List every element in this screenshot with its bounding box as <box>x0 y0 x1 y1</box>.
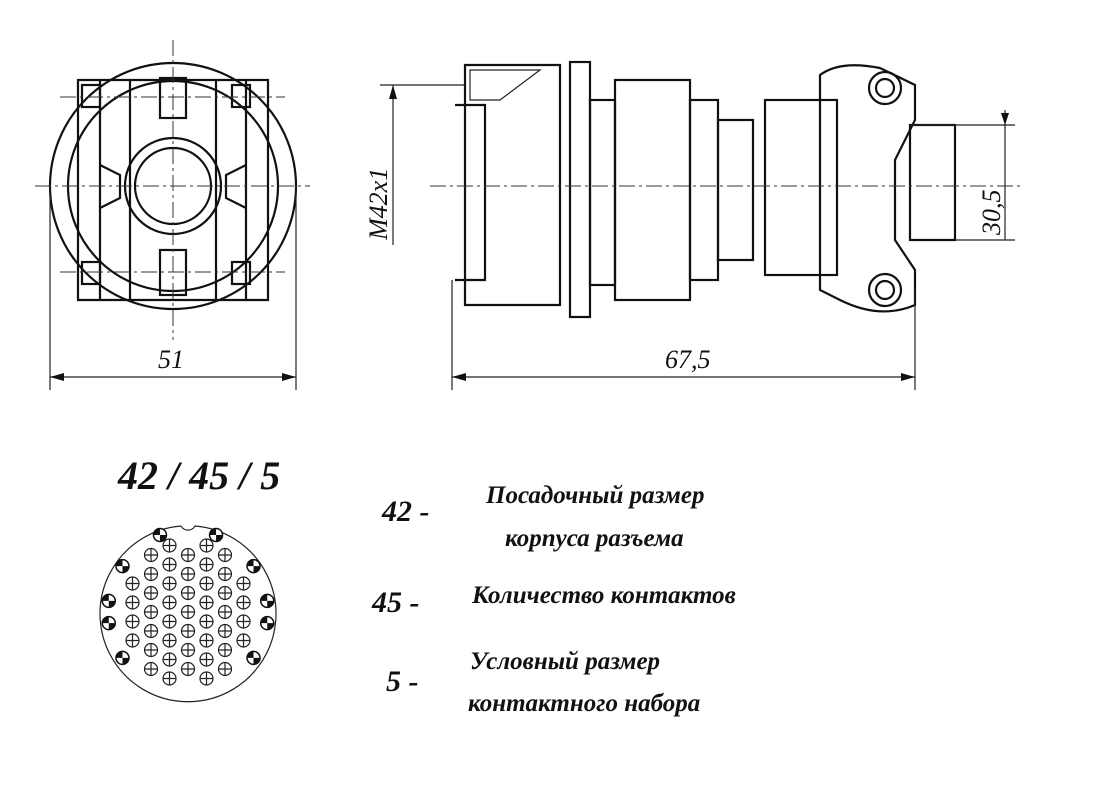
contact-crosshair <box>237 577 250 590</box>
key-marker-fill <box>209 528 223 542</box>
contact-crosshair <box>144 586 158 600</box>
contact-crosshair <box>126 577 139 590</box>
contact-crosshair <box>181 662 195 676</box>
contact-crosshair <box>126 634 139 647</box>
dimension-width: 51 <box>158 345 184 374</box>
contact-crosshair <box>163 634 176 647</box>
legend-num: 42 - <box>382 495 430 528</box>
key-marker-fill <box>247 559 261 573</box>
contact-crosshair <box>163 596 176 609</box>
key-marker-fill <box>260 616 274 630</box>
key-marker-fill <box>247 651 261 665</box>
contact-crosshair <box>200 558 213 571</box>
contact-crosshair <box>200 596 213 609</box>
key-marker-fill <box>153 528 167 542</box>
legend-num: 45 - <box>372 586 420 619</box>
designation-code: 42 / 45 / 5 <box>118 453 281 498</box>
contact-crosshair <box>126 615 139 628</box>
key-marker-fill <box>115 559 129 573</box>
contact-crosshair <box>181 643 195 657</box>
key-marker-fill <box>102 616 116 630</box>
contact-crosshair <box>200 672 213 685</box>
contact-crosshair <box>144 662 158 676</box>
contact-crosshair <box>200 539 213 552</box>
contact-crosshair <box>144 643 158 657</box>
contact-crosshair <box>200 615 213 628</box>
contact-crosshair <box>163 539 176 552</box>
contact-crosshair <box>237 615 250 628</box>
contact-crosshair <box>218 624 232 638</box>
contact-crosshair <box>237 634 250 647</box>
contact-crosshair <box>144 605 158 619</box>
legend-text: корпуса разъема <box>505 525 684 552</box>
legend-text: Количество контактов <box>472 582 736 609</box>
contact-crosshair <box>163 672 176 685</box>
contact-crosshair <box>181 624 195 638</box>
contact-crosshair <box>144 624 158 638</box>
contact-crosshair <box>163 577 176 590</box>
contact-crosshair <box>218 662 232 676</box>
contact-crosshair <box>181 567 195 581</box>
key-marker-fill <box>260 594 274 608</box>
contact-crosshair <box>200 634 213 647</box>
contact-crosshair <box>144 548 158 562</box>
contact-crosshair <box>218 605 232 619</box>
contact-crosshair <box>218 586 232 600</box>
legend-text: контактного набора <box>468 690 701 717</box>
dimension-thread: M42x1 <box>364 168 393 241</box>
side-view: M42x1 30,5 67,5 <box>364 60 1020 390</box>
legend-text: Условный размер <box>470 648 661 675</box>
contact-crosshair <box>181 586 195 600</box>
contact-crosshair <box>200 653 213 666</box>
legend-text: Посадочный размер <box>486 482 705 509</box>
contact-crosshair <box>144 567 158 581</box>
contact-crosshair <box>218 548 232 562</box>
contact-crosshair <box>126 596 139 609</box>
dimension-height: 30,5 <box>977 190 1006 237</box>
front-view: 51 <box>35 40 310 390</box>
contact-crosshair <box>237 596 250 609</box>
key-marker-fill <box>102 594 116 608</box>
contact-crosshair <box>218 643 232 657</box>
contact-crosshair <box>181 548 195 562</box>
contact-crosshair <box>163 653 176 666</box>
contact-layout <box>99 525 277 703</box>
contact-crosshair <box>163 615 176 628</box>
legend-num: 5 - <box>386 665 419 698</box>
dimension-length: 67,5 <box>665 345 711 374</box>
contact-crosshair <box>163 558 176 571</box>
contact-crosshair <box>218 567 232 581</box>
contact-crosshair <box>181 605 195 619</box>
key-marker-fill <box>115 651 129 665</box>
contact-crosshair <box>200 577 213 590</box>
